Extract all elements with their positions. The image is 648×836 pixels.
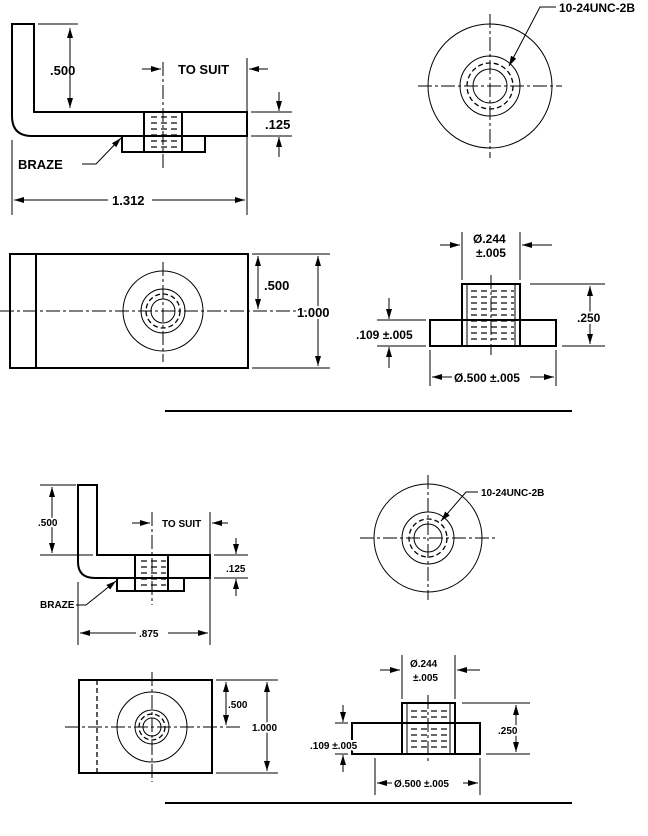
insert-dia-tol: ±.005 bbox=[413, 673, 438, 684]
plan-view-b: .500 1.000 bbox=[65, 672, 279, 782]
insert-view-b: Ø.244 ±.005 .250 .109 ±.005 Ø.500 ±.005 bbox=[308, 655, 530, 795]
dim-to-suit: TO SUIT bbox=[178, 62, 229, 77]
insert-dia: Ø.244 bbox=[473, 232, 506, 246]
side-view-b: .500 TO SUIT .125 BRAZE .875 bbox=[36, 484, 248, 645]
dim-length: 1.312 bbox=[112, 193, 145, 208]
plan-half-dim: .500 bbox=[228, 700, 248, 711]
plan-view-a: .500 1.000 bbox=[0, 253, 332, 369]
dim-height: .500 bbox=[38, 518, 58, 529]
braze-label: BRAZE bbox=[40, 600, 75, 611]
end-view-a: 10-24UNC-2B bbox=[418, 1, 635, 158]
flange-dia: Ø.500 ±.005 bbox=[454, 371, 520, 385]
flange-thk: .109 ±.005 bbox=[356, 328, 413, 342]
dim-to-suit: TO SUIT bbox=[162, 519, 201, 530]
insert-height: .250 bbox=[577, 311, 601, 325]
plan-width-dim: 1.000 bbox=[297, 305, 330, 320]
side-view-a: .500 TO SUIT .125 BRAZE 1.312 bbox=[11, 23, 292, 215]
flange-thk: .109 ±.005 bbox=[310, 741, 358, 752]
dim-height: .500 bbox=[50, 63, 75, 78]
braze-label: BRAZE bbox=[18, 157, 63, 172]
flange-dia: Ø.500 ±.005 bbox=[394, 779, 449, 790]
dim-thickness: .125 bbox=[265, 117, 290, 132]
insert-height: .250 bbox=[498, 726, 518, 737]
thread-callout: 10-24UNC-2B bbox=[559, 1, 635, 15]
insert-dia: Ø.244 bbox=[410, 659, 438, 670]
bracket-section bbox=[11, 23, 248, 137]
insert-dia-tol: ±.005 bbox=[476, 246, 506, 260]
thread-callout: 10-24UNC-2B bbox=[481, 488, 544, 499]
dim-length: .875 bbox=[139, 629, 159, 640]
end-view-b: 10-24UNC-2B bbox=[360, 475, 544, 600]
insert-view-a: Ø.244 ±.005 .250 .109 ±.005 Ø.500 ±.005 bbox=[354, 232, 605, 386]
plan-width-dim: 1.000 bbox=[252, 723, 277, 734]
plan-half-dim: .500 bbox=[264, 278, 289, 293]
dim-thickness: .125 bbox=[226, 564, 246, 575]
